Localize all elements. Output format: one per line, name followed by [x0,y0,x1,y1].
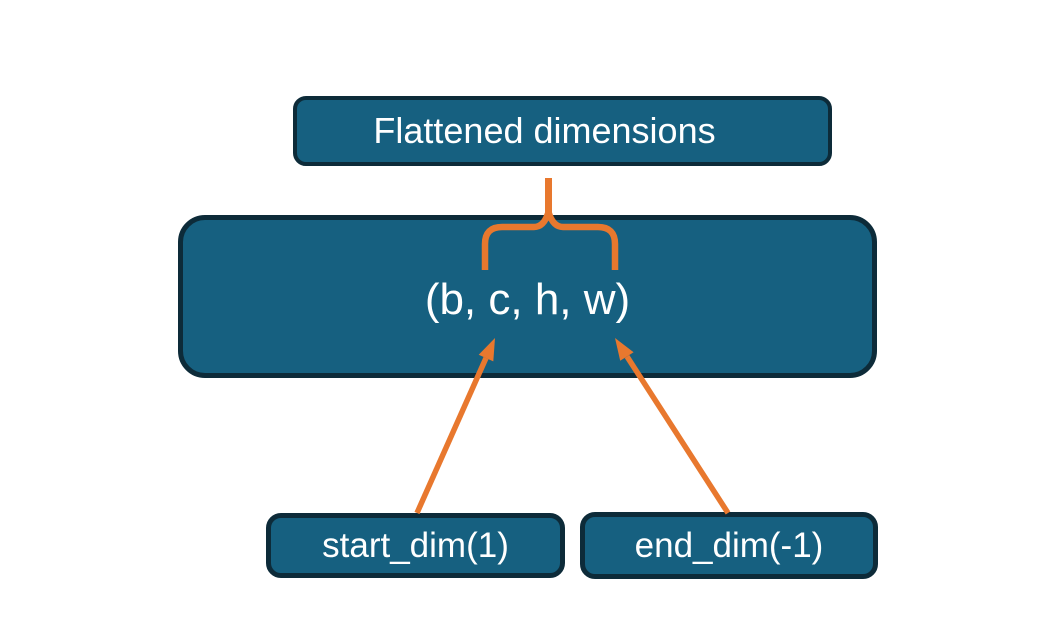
flattened-dimensions-label: Flattened dimensions [373,110,716,151]
node-flattened-dimensions: Flattened dimensions [293,96,832,166]
end-dim-label: end_dim(-1) [634,525,824,565]
node-end-dim: end_dim(-1) [580,512,878,579]
start-dim-label: start_dim(1) [322,525,509,565]
node-tuple-bchw: (b, c, h, w) [178,215,877,378]
tuple-label: (b, c, h, w) [424,274,631,324]
node-start-dim: start_dim(1) [266,513,565,578]
